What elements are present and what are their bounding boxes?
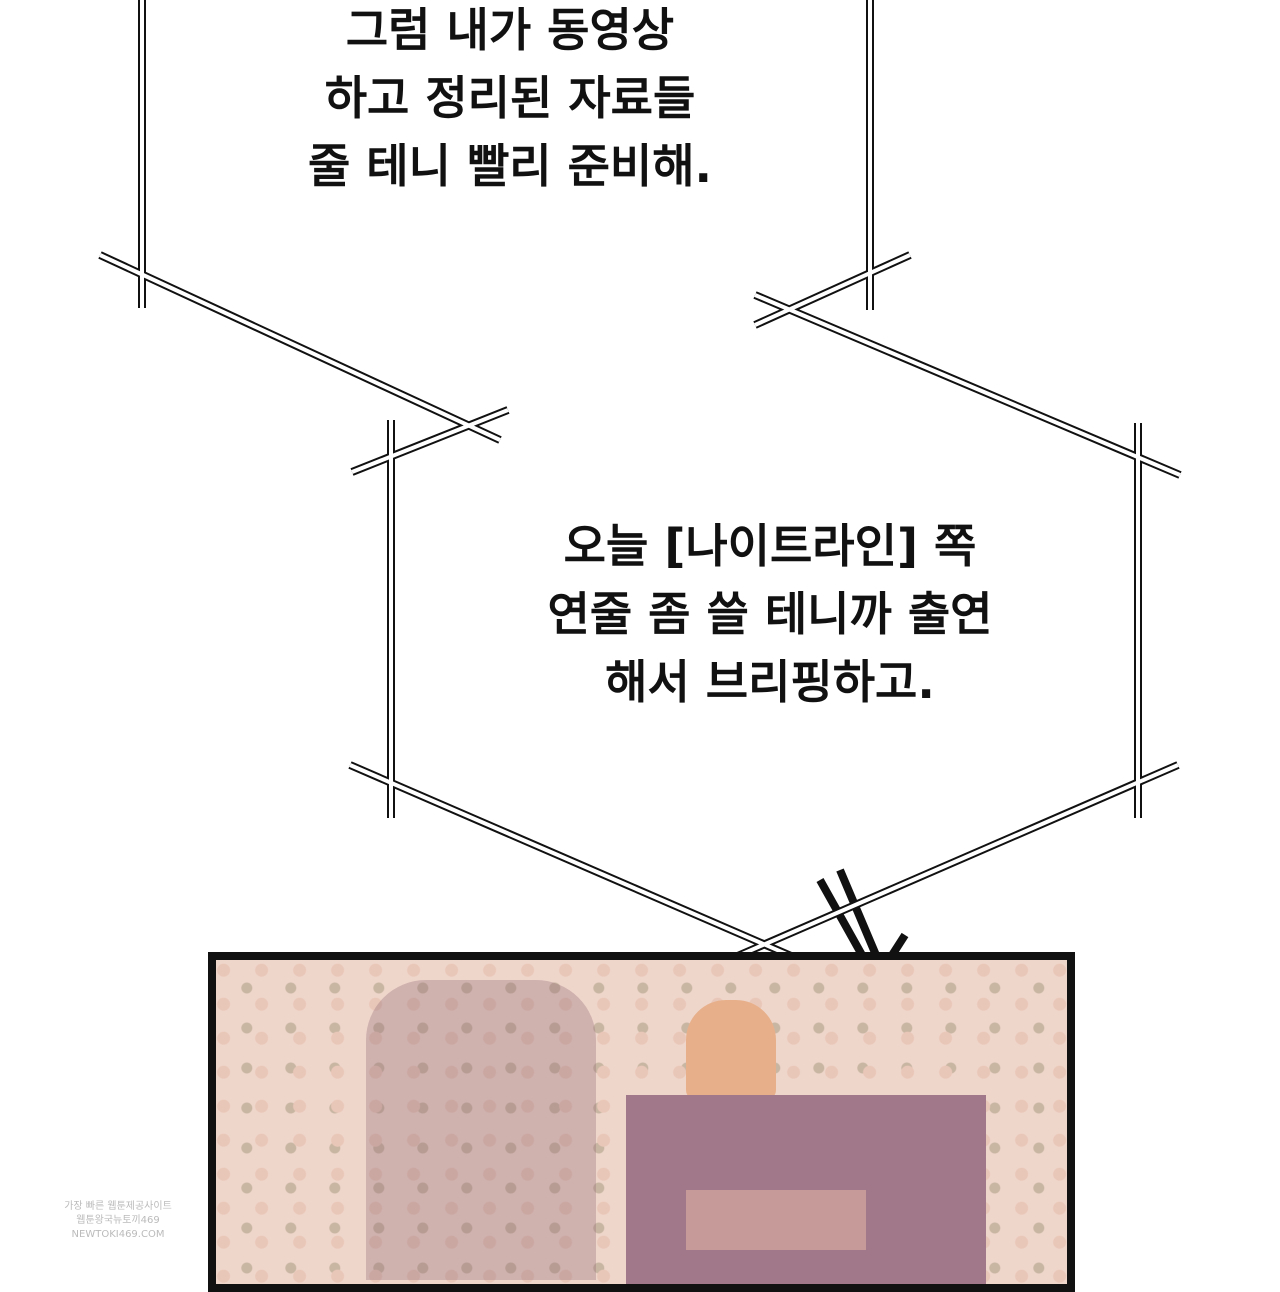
- watermark: 가장 빠른 웹툰제공사이트 웹툰왕국뉴토끼469 NEWTOKI469.COM: [48, 1200, 188, 1242]
- coat-rack: [366, 980, 596, 1280]
- vase: [686, 1000, 776, 1100]
- speech-text-2: 오늘 [나이트라인] 쪽 연줄 좀 쓸 테니까 출연 해서 브리핑하고.: [547, 519, 993, 709]
- desk: [626, 1095, 986, 1284]
- watermark-line-1: 가장 빠른 웹툰제공사이트: [64, 1201, 172, 1212]
- speech-text-1: 그럼 내가 동영상 하고 정리된 자료들 줄 테니 빨리 준비해.: [307, 3, 713, 193]
- watermark-line-2: 웹툰왕국뉴토끼469: [76, 1215, 160, 1226]
- comic-panel-room: [208, 952, 1075, 1292]
- books: [686, 1190, 866, 1250]
- watermark-line-3: NEWTOKI469.COM: [71, 1229, 165, 1240]
